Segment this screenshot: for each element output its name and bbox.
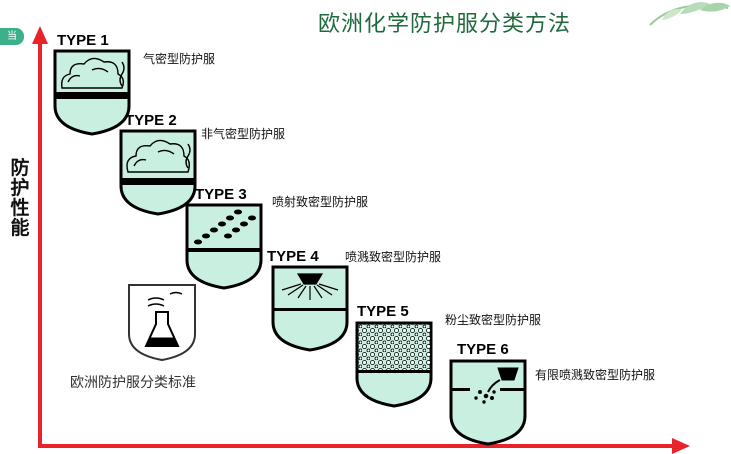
type-4-label: TYPE 4 xyxy=(267,248,319,265)
type-6-desc: 有限喷溅致密型防护服 xyxy=(535,368,656,382)
leaf-decoration xyxy=(649,2,730,26)
type-1-shield xyxy=(53,49,131,136)
gas-cloud-icon xyxy=(60,57,125,89)
page-title: 欧洲化学防护服分类方法 xyxy=(318,12,572,37)
y-axis-label: 防护性能 xyxy=(10,157,30,239)
type-4-shield xyxy=(271,265,349,352)
limited-splash-icon xyxy=(474,367,519,404)
type-6-label: TYPE 6 xyxy=(457,341,509,358)
type-2-label: TYPE 2 xyxy=(125,112,177,129)
type-5-desc: 粉尘致密型防护服 xyxy=(445,313,542,327)
type-4-desc: 喷溅致密型防护服 xyxy=(345,250,442,264)
type-2-desc: 非气密型防护服 xyxy=(201,127,286,141)
standard-label: 欧洲防护服分类标准 xyxy=(70,375,196,391)
liquid-jet-icon xyxy=(194,209,256,245)
chemical-flask-icon xyxy=(144,291,183,347)
gas-cloud-icon xyxy=(126,139,191,173)
spray-icon xyxy=(281,273,339,300)
type-6-shield xyxy=(449,359,527,446)
type-5-shield xyxy=(355,321,433,408)
type-5-label: TYPE 5 xyxy=(357,303,409,320)
corner-tab[interactable]: 当 xyxy=(0,28,24,45)
type-3-label: TYPE 3 xyxy=(195,186,247,203)
y-axis xyxy=(32,26,48,448)
type-3-desc: 喷射致密型防护服 xyxy=(272,195,369,209)
type-2-shield xyxy=(119,129,197,216)
standard-shield xyxy=(128,284,196,362)
type-1-label: TYPE 1 xyxy=(57,32,109,49)
x-axis xyxy=(38,438,690,454)
type-1-desc: 气密型防护服 xyxy=(143,52,216,66)
dust-particles-icon xyxy=(358,324,430,370)
type-3-shield xyxy=(185,203,263,290)
